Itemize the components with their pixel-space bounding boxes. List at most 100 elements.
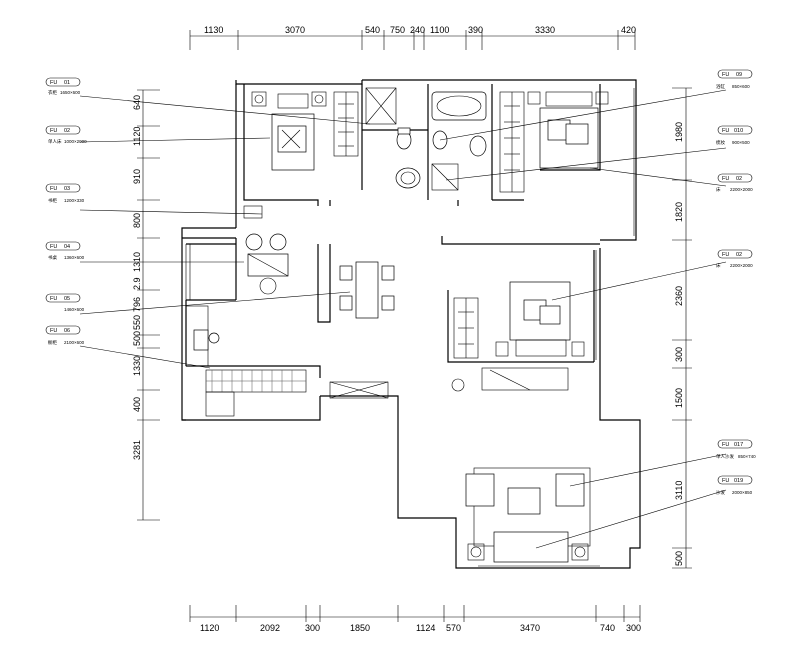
- kitchen: [185, 305, 307, 417]
- tag-fu02-right-b-code: FU: [722, 252, 729, 258]
- tag-fu010-label: 梳妆: [716, 139, 725, 146]
- bookcase: [243, 205, 263, 219]
- tag-fu010-code: FU: [722, 128, 729, 134]
- tag-fu04-label: 书桌: [48, 254, 57, 261]
- dining-area: [339, 261, 395, 319]
- tag-fu09-code: FU: [722, 72, 729, 78]
- tag-fu02-left-code: FU: [50, 128, 57, 134]
- armchair-right: [555, 473, 585, 507]
- plant: [451, 378, 465, 392]
- bottom-dim-4: 1850: [350, 623, 370, 633]
- bottom-dim-8: 740: [600, 623, 615, 633]
- bedroom-2: [499, 91, 609, 193]
- left-dim-4: 800: [132, 213, 142, 228]
- tag-fu02-right-a: FU 02 床 2200×2000: [716, 173, 753, 193]
- wardrobe-1: [333, 91, 359, 157]
- top-dim-2: 3070: [285, 25, 305, 35]
- right-dim-7: 500: [674, 551, 684, 566]
- tag-fu03-num: 03: [64, 186, 70, 192]
- tag-fu04-code: FU: [50, 244, 57, 250]
- tag-fu04-num: 04: [64, 244, 70, 250]
- bottom-dimension-chain: 1120 2092 300 1850 1124 570 3470 740 300: [189, 605, 641, 633]
- tag-fu02-right-b-size: 2200×2000: [730, 263, 753, 268]
- right-dim-4: 300: [674, 347, 684, 362]
- tag-fu017-label: 单人沙发: [716, 453, 734, 460]
- right-dim-3: 2360: [674, 286, 684, 306]
- tag-fu017-code: FU: [722, 442, 729, 448]
- tag-fu05-num: 05: [64, 296, 70, 302]
- bottom-dim-7: 3470: [520, 623, 540, 633]
- bedroom-1: [243, 91, 359, 219]
- tag-fu06-label: 橱柜: [48, 339, 57, 346]
- tag-fu01-code: FU: [50, 80, 57, 86]
- bottom-dim-1: 1120: [200, 623, 219, 633]
- tag-fu02-right-a-num: 02: [736, 176, 742, 182]
- right-dim-2: 1820: [674, 202, 684, 222]
- top-dim-4: 750: [390, 25, 405, 35]
- tag-fu01-size: 1650×600: [60, 90, 81, 95]
- wardrobe-2: [499, 91, 525, 193]
- right-dim-6: 3110: [674, 481, 684, 500]
- bottom-dim-2: 2092: [260, 623, 280, 633]
- bottom-dim-9: 300: [626, 623, 641, 633]
- tag-fu019-code: FU: [722, 478, 729, 484]
- left-dim-8: 550: [132, 315, 142, 330]
- tag-fu01: FU 01 衣柜 1650×600: [45, 77, 81, 96]
- tag-fu06: FU 06 橱柜 2100×600: [45, 325, 85, 346]
- top-dim-1: 1130: [204, 25, 223, 35]
- bottom-dim-3: 300: [305, 623, 320, 633]
- tag-fu02-right-b: FU 02 床 2200×2000: [716, 249, 753, 269]
- left-dim-2: 1120: [132, 127, 142, 146]
- tag-fu010: FU 010 梳妆 900×500: [716, 125, 753, 146]
- top-dimension-chain: 1130 3070 540 750 240 1100 390 3330 420: [189, 25, 636, 50]
- tag-fu09-num: 09: [736, 72, 742, 78]
- leader-lines: [79, 89, 727, 549]
- tag-fu017-size: 850×740: [738, 454, 756, 459]
- tag-fu09-size: 850×600: [732, 84, 750, 89]
- study-area: [245, 233, 289, 295]
- tag-fu017: FU 017 单人沙发 850×740: [716, 439, 756, 460]
- tag-fu04: FU 04 书桌 1360×600: [45, 241, 85, 261]
- tag-fu09-label: 浴缸: [716, 83, 725, 90]
- tag-fu01-num: 01: [64, 80, 70, 86]
- tag-fu05-size: 1460×600: [64, 307, 85, 312]
- tag-fu02-left-size: 1000×2000: [64, 139, 87, 144]
- top-dim-9: 420: [621, 25, 636, 35]
- top-dim-7: 390: [468, 25, 483, 35]
- left-dim-1: 640: [132, 95, 142, 110]
- bathroom-1: [365, 87, 421, 189]
- left-dim-12: 3281: [132, 440, 142, 460]
- tag-fu02-right-a-label: 床: [716, 186, 721, 193]
- basin: [395, 167, 421, 189]
- living-room: [465, 467, 591, 563]
- tag-fu06-code: FU: [50, 328, 57, 334]
- right-dim-5: 1500: [674, 388, 684, 408]
- top-dim-6: 1100: [430, 25, 449, 35]
- bedroom-3: [451, 281, 585, 392]
- tag-fu02-left: FU 02 单人床 1000×2000: [45, 125, 87, 145]
- top-dim-5: 240: [410, 25, 425, 35]
- tag-fu03-code: FU: [50, 186, 57, 192]
- tag-fu019-label: 沙发: [716, 489, 725, 496]
- tag-fu04-size: 1360×600: [64, 255, 85, 260]
- tag-fu010-num: 010: [734, 128, 743, 134]
- tag-fu019-num: 019: [734, 478, 743, 484]
- left-dim-10: 1330: [132, 356, 142, 376]
- wardrobe-3: [453, 297, 479, 359]
- left-dim-7: 796: [132, 297, 142, 312]
- sofa: [493, 531, 569, 563]
- tag-fu02-right-b-num: 02: [736, 252, 742, 258]
- tag-fu010-size: 900×500: [732, 140, 750, 145]
- tag-fu05-code: FU: [50, 296, 57, 302]
- tag-fu019: FU 019 沙发 2000×850: [716, 475, 753, 496]
- walls: [181, 79, 641, 569]
- dining-table: [355, 261, 379, 319]
- tag-fu02-left-label: 单人床: [48, 138, 62, 145]
- right-dim-1: 1980: [674, 122, 684, 142]
- top-dim-8: 3330: [535, 25, 555, 35]
- left-dim-3: 910: [132, 169, 142, 184]
- tag-fu03-size: 1200×330: [64, 198, 85, 203]
- left-dimension-chain: 640 1120 910 800 1310 2.9 796 550 500 13…: [132, 89, 160, 521]
- tag-fu09: FU 09 浴缸 850×600: [716, 69, 753, 90]
